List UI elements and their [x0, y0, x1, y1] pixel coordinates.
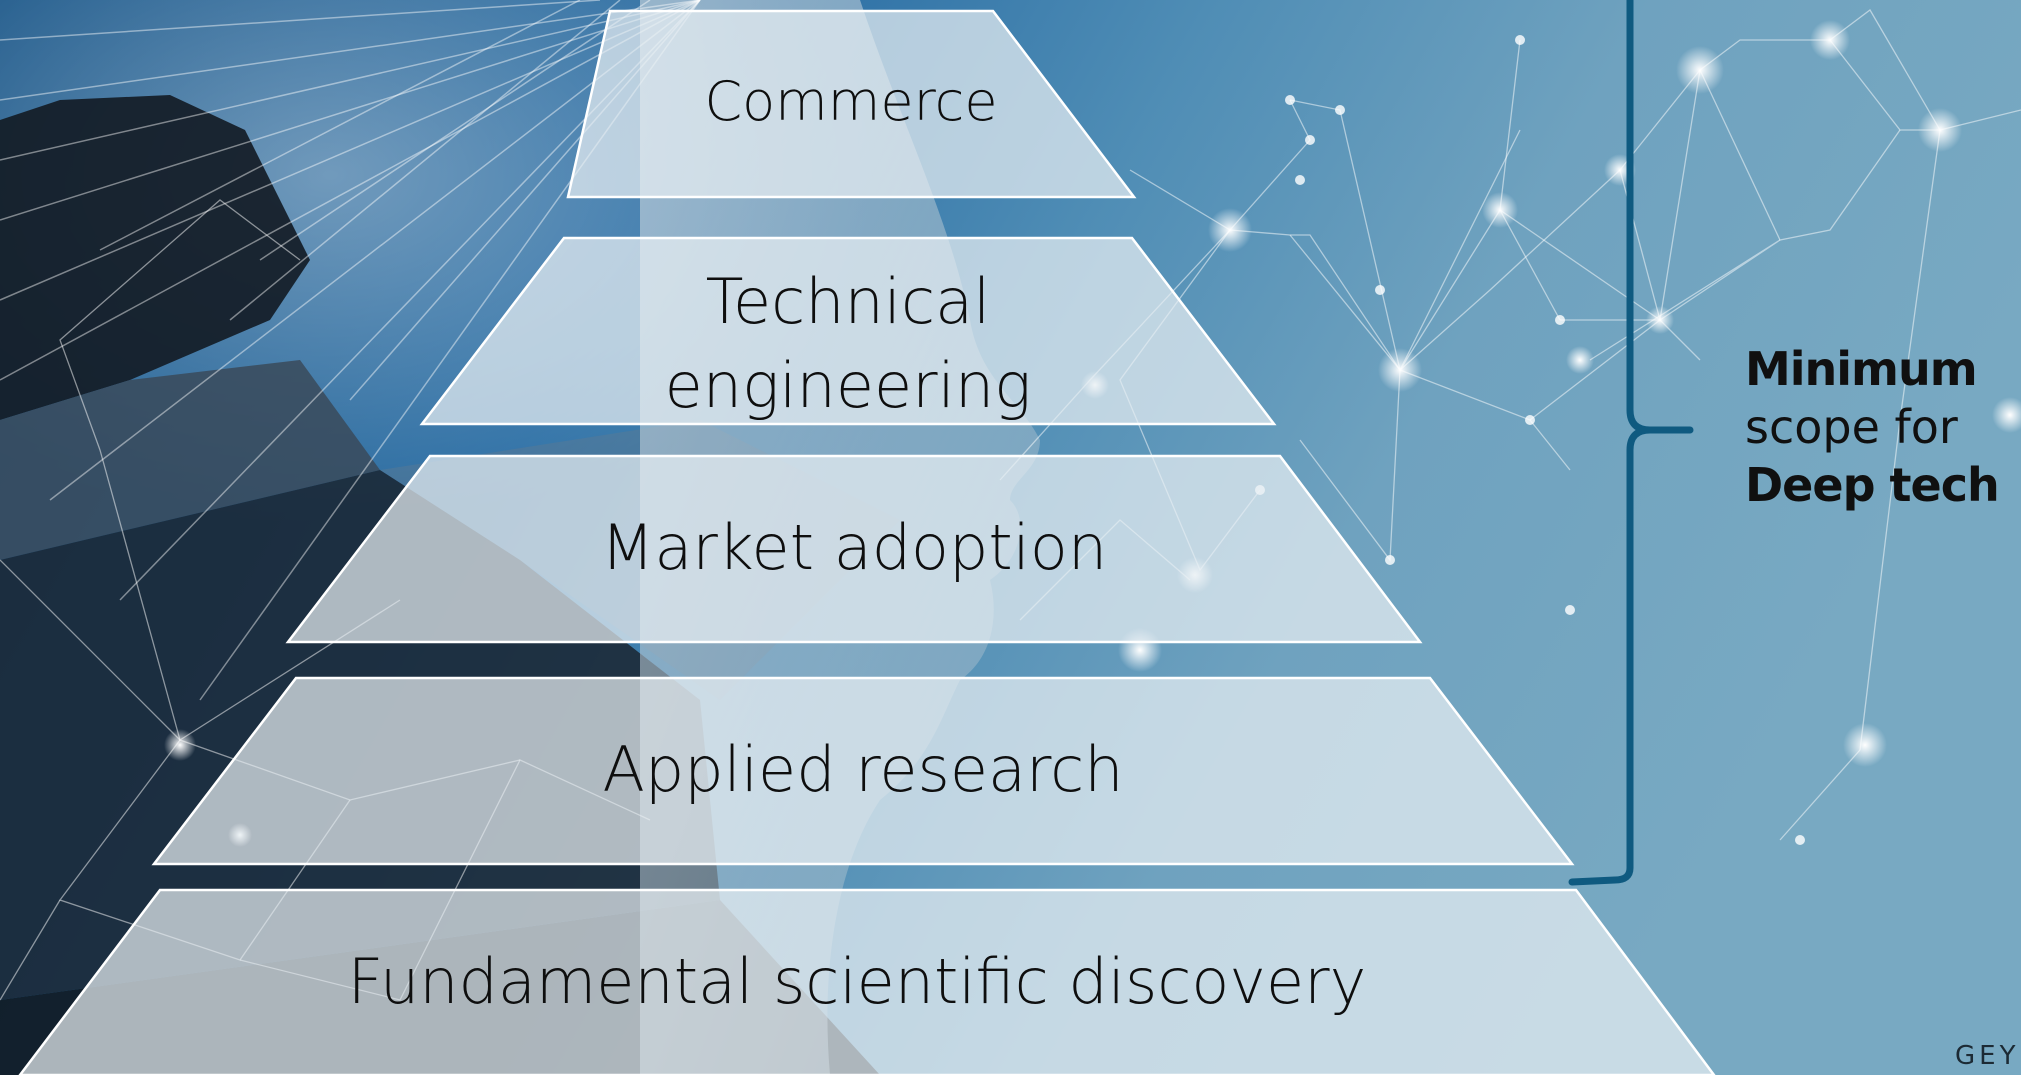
pyramid-tier-applied-research: Applied research [154, 678, 1572, 864]
tier-label: Technical engineering [664, 265, 1032, 422]
pyramid-tier-technical-engineering: Technical engineering [422, 238, 1274, 424]
tier-label: Market adoption [600, 511, 1108, 584]
tier-label: Commerce [704, 70, 998, 133]
trapezoid-market [285, 454, 1423, 644]
trapezoid-applied [151, 676, 1575, 866]
pyramid [18, 9, 1716, 1075]
caption-line-scope-for: scope for [1745, 400, 1958, 454]
trapezoid-technical [419, 236, 1277, 426]
brand-logo-text: GEY [1955, 1041, 2017, 1071]
caption-line-deep-tech: Deep tech [1745, 458, 2000, 512]
caption-line-minimum: Minimum [1745, 342, 1978, 396]
pyramid-tier-fundamental-scientific-discovery: Fundamental scientific discovery [0, 890, 1714, 1075]
pyramid-tier-market-adoption: Market adoption [288, 456, 1420, 642]
tier-label: Applied research [602, 733, 1124, 806]
bracket [1568, 0, 1694, 886]
tier-label: Fundamental scientific discovery [347, 945, 1367, 1018]
bracket-caption: Minimum scope for Deep tech [1745, 340, 2000, 514]
trapezoid-fundamental [18, 888, 1716, 1075]
trapezoid-commerce [566, 9, 1137, 199]
pyramid-tier-commerce: Commerce [568, 11, 1134, 197]
